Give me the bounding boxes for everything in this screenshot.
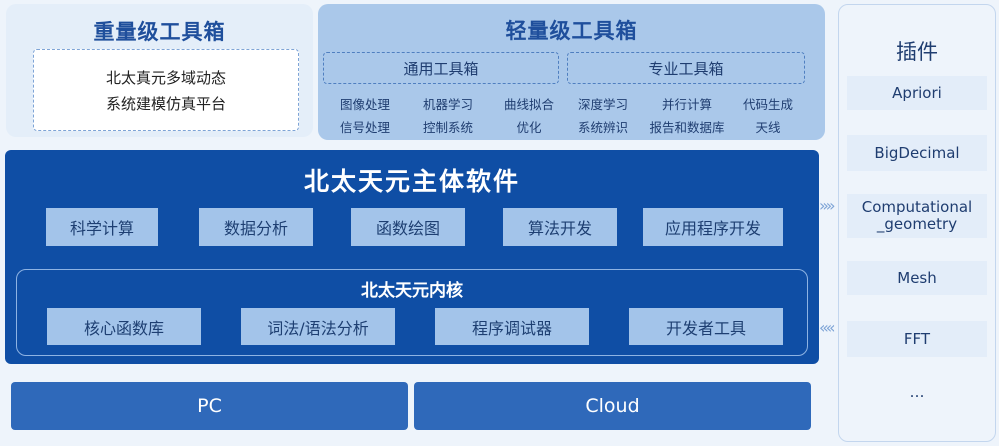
heavyweight-toolbox-panel: 重量级工具箱 北太真元多域动态 系统建模仿真平台 (6, 4, 313, 137)
feature-app-development: 应用程序开发 (643, 208, 783, 246)
plugin-mesh: Mesh (847, 261, 987, 295)
arrow-right-icon: »» (819, 196, 835, 215)
tool-item: 优化 (516, 120, 542, 135)
lightweight-toolbox-title: 轻量级工具箱 (505, 19, 638, 43)
kernel-lexer-parser: 词法/语法分析 (241, 308, 395, 345)
feature-function-plotting: 函数绘图 (351, 208, 465, 246)
tool-item: 系统辨识 (577, 120, 629, 135)
plugin-fft: FFT (847, 321, 987, 357)
plugin-computational-geometry: Computational _geometry (847, 194, 987, 238)
tool-item: 并行计算 (661, 97, 713, 112)
tools-row-1: 图像处理 机器学习 曲线拟合 深度学习 并行计算 代码生成 (318, 94, 825, 112)
heavyweight-tool-line-2: 系统建模仿真平台 (105, 94, 226, 113)
heavyweight-toolbox-title: 重量级工具箱 (93, 20, 226, 44)
tool-item: 控制系统 (422, 120, 474, 135)
main-software-title: 北太天元主体软件 (303, 167, 520, 196)
tool-item: 报告和数据库 (649, 120, 725, 135)
tool-item: 机器学习 (422, 97, 474, 112)
general-toolbox-category: 通用工具箱 (323, 52, 559, 84)
tool-item: 代码生成 (742, 97, 794, 112)
plugin-more: … (909, 382, 925, 401)
platform-pc: PC (11, 382, 408, 430)
feature-data-analysis: 数据分析 (199, 208, 313, 246)
plugin-name-line-2: _geometry (876, 215, 958, 233)
arrow-left-icon: «« (819, 318, 835, 337)
plugins-title: 插件 (896, 40, 938, 64)
plugin-name-line-1: Computational (861, 198, 973, 216)
professional-toolbox-category: 专业工具箱 (567, 52, 805, 84)
plugin-bigdecimal: BigDecimal (847, 135, 987, 171)
main-software-block: 北太天元主体软件 科学计算 数据分析 函数绘图 算法开发 应用程序开发 北太天元… (5, 150, 819, 364)
kernel-block: 北太天元内核 核心函数库 词法/语法分析 程序调试器 开发者工具 (16, 269, 808, 356)
tool-item: 曲线拟合 (503, 97, 555, 112)
tool-item: 天线 (755, 120, 781, 135)
tool-item: 图像处理 (339, 97, 391, 112)
plugin-apriori: Apriori (847, 76, 987, 110)
tools-row-2: 信号处理 控制系统 优化 系统辨识 报告和数据库 天线 (318, 117, 825, 135)
kernel-core-function-library: 核心函数库 (47, 308, 201, 345)
kernel-title: 北太天元内核 (361, 281, 463, 301)
kernel-debugger: 程序调试器 (435, 308, 589, 345)
heavyweight-tool-box: 北太真元多域动态 系统建模仿真平台 (33, 49, 299, 131)
kernel-developer-tools: 开发者工具 (629, 308, 783, 345)
plugins-panel: 插件 Apriori BigDecimal Computational _geo… (838, 4, 996, 442)
tool-item: 深度学习 (577, 97, 629, 112)
feature-algorithm-development: 算法开发 (503, 208, 617, 246)
platform-cloud: Cloud (414, 382, 811, 430)
feature-scientific-computing: 科学计算 (46, 208, 158, 246)
tool-item: 信号处理 (339, 120, 391, 135)
lightweight-toolbox-panel: 轻量级工具箱 通用工具箱 专业工具箱 图像处理 机器学习 曲线拟合 深度学习 并… (318, 4, 825, 140)
heavyweight-tool-line-1: 北太真元多域动态 (105, 68, 226, 87)
